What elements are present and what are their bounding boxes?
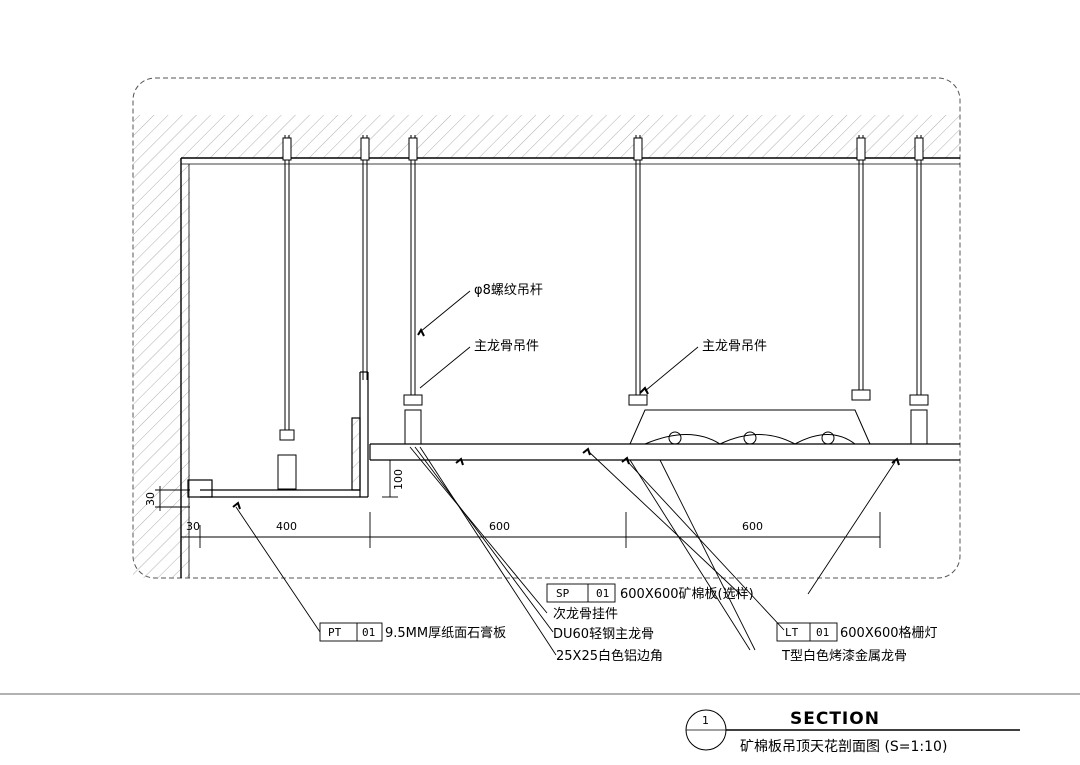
dim-30: 30 [186,520,200,533]
tag-pt-code: PT [328,626,342,639]
title-block: 1 SECTION 矿棉板吊顶天花剖面图 (S=1:10) [685,709,1020,755]
dim-v30: 30 [144,492,157,506]
dim-v100: 100 [392,469,405,490]
tag-sp-code: SP [556,587,570,600]
tag-lt: LT 01 [776,622,838,642]
rod-2 [360,135,370,380]
label-rod: φ8螺纹吊杆 [474,283,543,298]
label-hanger-right: 主龙骨吊件 [702,339,767,354]
rod-3 [408,135,418,395]
gypsum-bulkhead [187,371,369,498]
label-secondary-hanger: 次龙骨挂件 [553,606,618,622]
hanger-rods [282,135,924,430]
label-pt-desc: 9.5MM厚纸面石膏板 [385,625,506,641]
label-tbar: T型白色烤漆金属龙骨 [781,648,907,664]
tag-lt-code: LT [785,626,799,639]
leader-lines [235,290,896,656]
dim-600a: 600 [489,520,510,533]
section-number: 1 [702,714,709,727]
rod-5 [856,135,866,395]
tag-pt-num: 01 [362,626,375,639]
rod-1 [282,135,292,430]
rod-6 [914,135,924,395]
tag-sp: SP 01 [546,583,616,603]
ceiling-plane [369,443,960,461]
dim-600b: 600 [742,520,763,533]
main-channel-hangers [277,389,929,490]
dim-400: 400 [276,520,297,533]
label-lt-desc: 600X600格栅灯 [840,625,938,641]
leader-ticks [232,327,900,510]
concrete-slab-and-wall [133,115,960,578]
grille-light-fixture [629,409,871,445]
tag-pt: PT 01 [319,622,383,642]
section-title: SECTION [790,709,880,729]
label-hanger-left: 主龙骨吊件 [474,339,539,354]
rod-4 [633,135,643,395]
label-sp-desc: 600X600矿棉板(选样) [620,587,754,602]
tag-lt-num: 01 [816,626,829,639]
label-angle: 25X25白色铝边角 [556,648,663,664]
tag-sp-num: 01 [596,587,609,600]
label-du60: DU60轻钢主龙骨 [553,627,654,642]
section-subtitle: 矿棉板吊顶天花剖面图 (S=1:10) [740,738,947,755]
dimension-line [155,459,881,548]
